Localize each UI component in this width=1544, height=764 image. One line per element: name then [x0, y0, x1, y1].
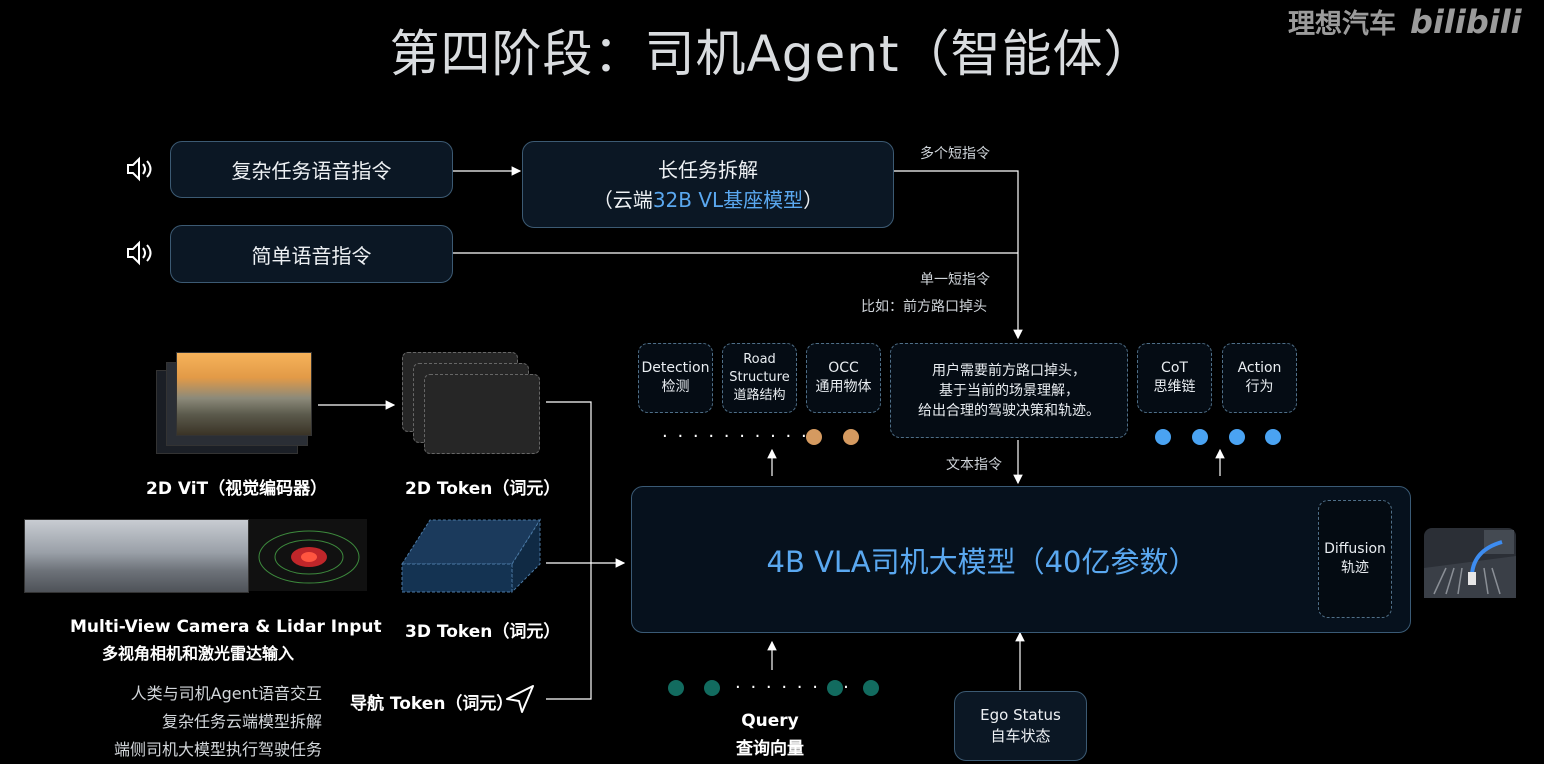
- camera-frame-front: [176, 352, 312, 436]
- example-command-label: 比如：前方路口掉头: [861, 299, 987, 315]
- occ-en: OCC: [828, 360, 859, 376]
- summary-list: 人类与司机Agent语音交互 复杂任务云端模型拆解 端侧司机大模型执行驾驶任务: [60, 680, 322, 764]
- query-token-dot: [704, 680, 720, 696]
- reasoning-line1: 用户需要前方路口掉头，: [932, 362, 1086, 379]
- detection-zh: 检测: [661, 379, 690, 395]
- cot-head: CoT 思维链: [1137, 343, 1212, 413]
- long-task-model-line: （云端32B VL基座模型）: [593, 185, 823, 215]
- detection-head: Detection 检测: [638, 343, 713, 413]
- navigation-arrow-icon: [506, 685, 534, 713]
- output-token-ellipsis: · · · · · · · · · · ·: [662, 426, 825, 447]
- single-short-command-label: 单一短指令: [920, 272, 990, 288]
- token2d-caption: 2D Token（词元）: [405, 479, 561, 499]
- query-caption-en: Query: [741, 711, 799, 731]
- complex-voice-command-box: 复杂任务语音指令: [170, 141, 453, 198]
- output-token-dot: [1155, 429, 1171, 445]
- simple-voice-command-box: 简单语音指令: [170, 225, 453, 283]
- action-en: Action: [1237, 360, 1282, 376]
- summary-line: 端侧司机大模型执行驾驶任务: [113, 740, 322, 759]
- query-caption-zh: 查询向量: [736, 739, 804, 759]
- long-task-prefix: （云端: [592, 187, 653, 212]
- lidar-point-cloud-image: [249, 519, 367, 591]
- vla-model-title: 4B VLA司机大模型（40亿参数）: [766, 545, 1198, 579]
- speaker-icon: [127, 156, 152, 182]
- query-token-dot: [668, 680, 684, 696]
- watermark: 理想汽车 bilibili: [1288, 2, 1522, 41]
- cot-en: CoT: [1161, 360, 1188, 376]
- cot-zh: 思维链: [1153, 379, 1196, 395]
- reasoning-line3: 给出合理的驾驶决策和轨迹。: [918, 402, 1100, 419]
- road-en2: Structure: [729, 370, 790, 385]
- output-token-dot: [1192, 429, 1208, 445]
- watermark-brand: 理想汽车: [1288, 9, 1396, 40]
- road-structure-head: Road Structure 道路结构: [722, 343, 797, 413]
- camera-caption-zh: 多视角相机和激光雷达输入: [102, 644, 295, 663]
- diffusion-head: Diffusion 轨迹: [1318, 500, 1392, 618]
- output-token-dot: [1229, 429, 1245, 445]
- watermark-platform: bilibili: [1410, 3, 1522, 41]
- road-en1: Road: [743, 352, 776, 367]
- text-command-label: 文本指令: [946, 457, 1002, 473]
- summary-line: 复杂任务云端模型拆解: [161, 712, 322, 731]
- query-token-dot: [827, 680, 843, 696]
- token-card: [424, 374, 540, 454]
- occ-head: OCC 通用物体: [806, 343, 881, 413]
- token3d-caption: 3D Token（词元）: [405, 622, 561, 642]
- occ-zh: 通用物体: [815, 379, 872, 395]
- ego-status-box: Ego Status 自车状态: [954, 691, 1087, 761]
- ego-status-zh: 自车状态: [990, 727, 1051, 745]
- diffusion-en: Diffusion: [1324, 541, 1386, 557]
- cloud-model-name: 32B VL基座模型: [652, 187, 804, 212]
- long-task-title: 长任务拆解: [658, 157, 758, 182]
- diffusion-zh: 轨迹: [1341, 560, 1369, 576]
- vit-caption: 2D ViT（视觉编码器）: [146, 479, 328, 499]
- reasoning-line2: 基于当前的场景理解，: [939, 382, 1079, 399]
- simple-voice-command-label: 简单语音指令: [251, 243, 372, 268]
- long-task-box: 长任务拆解 （云端32B VL基座模型）: [522, 141, 894, 228]
- trajectory-preview-image: [1424, 528, 1516, 598]
- multi-short-command-label: 多个短指令: [920, 146, 990, 162]
- camera-caption-en: Multi-View Camera & Lidar Input: [70, 617, 382, 637]
- summary-line: 人类与司机Agent语音交互: [130, 684, 322, 703]
- road-zh: 道路结构: [733, 388, 786, 403]
- page-title: 第四阶段：司机Agent（智能体）: [389, 25, 1155, 83]
- output-token-dot: [806, 429, 822, 445]
- long-task-suffix: ）: [803, 187, 824, 212]
- speaker-icon: [127, 240, 152, 266]
- action-zh: 行为: [1245, 379, 1274, 395]
- output-token-dot: [1265, 429, 1281, 445]
- reasoning-box: 用户需要前方路口掉头， 基于当前的场景理解， 给出合理的驾驶决策和轨迹。: [890, 343, 1128, 438]
- vla-model-box: 4B VLA司机大模型（40亿参数） Diffusion 轨迹: [631, 486, 1411, 633]
- output-token-dot: [843, 429, 859, 445]
- nav-token-caption: 导航 Token（词元）: [350, 694, 514, 714]
- complex-voice-command-label: 复杂任务语音指令: [231, 159, 392, 183]
- detection-en: Detection: [641, 360, 710, 376]
- action-head: Action 行为: [1222, 343, 1297, 413]
- multi-view-camera-image: [24, 519, 249, 593]
- 3d-token-block: [401, 518, 541, 594]
- query-token-dot: [863, 680, 879, 696]
- ego-status-en: Ego Status: [980, 706, 1061, 724]
- query-token-ellipsis: · · · · · · · ·: [735, 677, 851, 698]
